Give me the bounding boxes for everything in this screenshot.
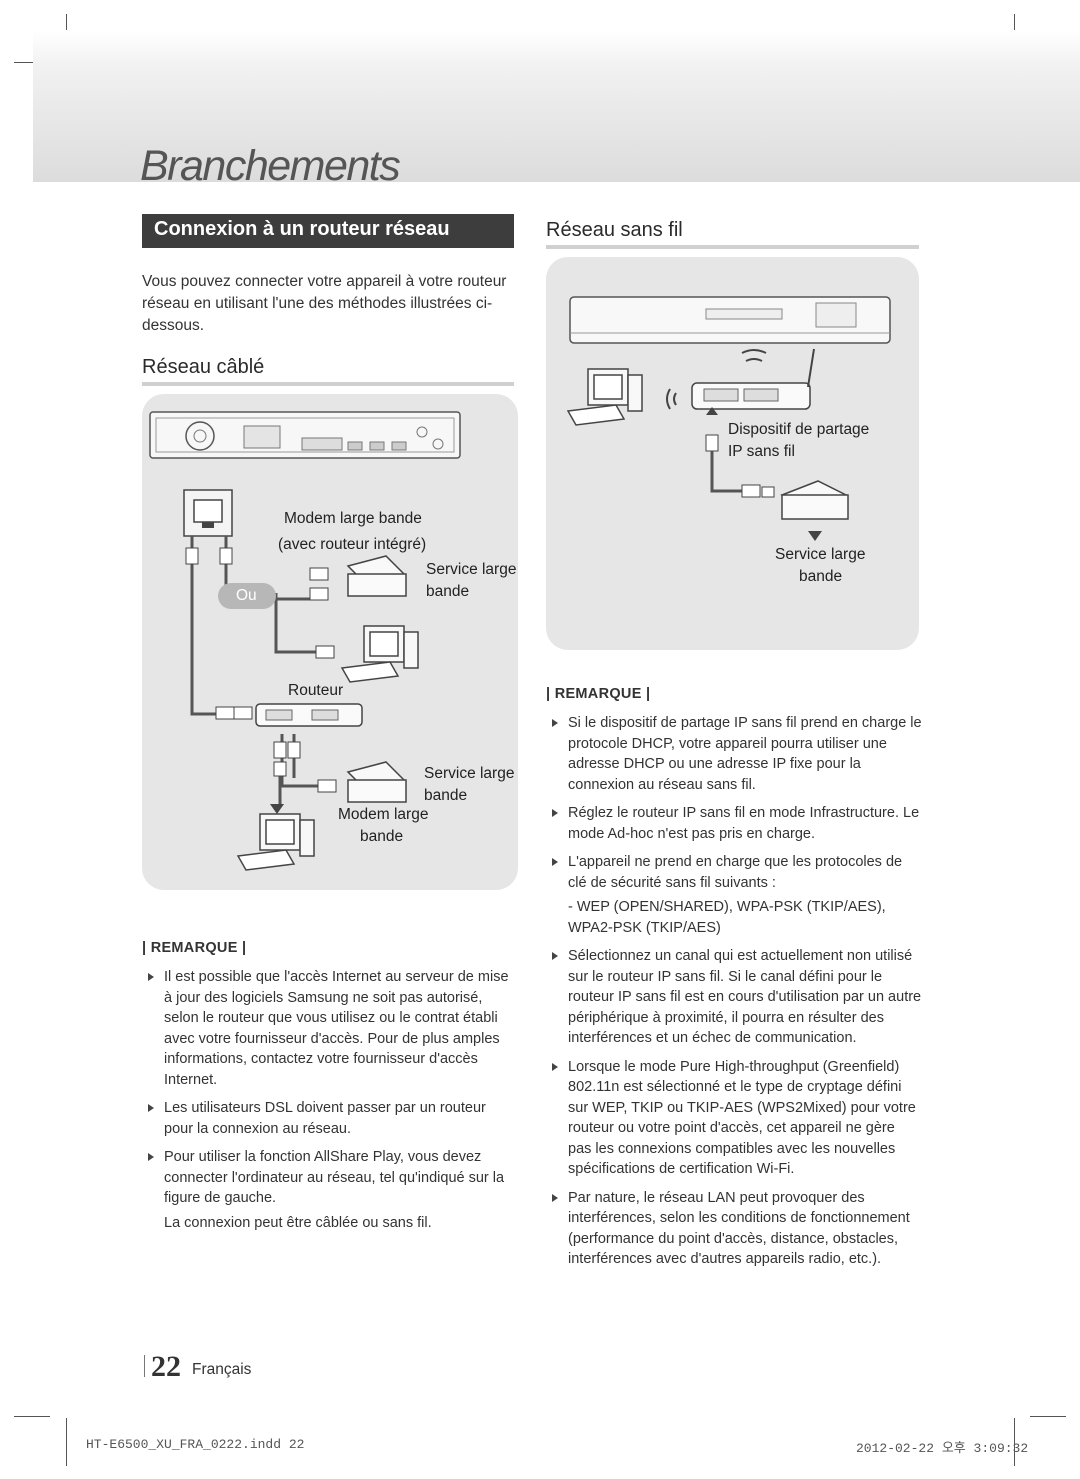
- list-item: Réglez le routeur IP sans fil en mode In…: [546, 803, 922, 844]
- list-item: L'appareil ne prend en charge que les pr…: [546, 852, 922, 893]
- footer-date: 2012-02-22 오후 3:09:32: [856, 1441, 1029, 1456]
- or-label: Ou: [236, 587, 257, 604]
- player-back-panel: [149, 411, 461, 459]
- wired-diagram-panel: Ou Modem large bande (avec routeur intég…: [142, 394, 518, 890]
- chapter-title: Branchements: [140, 142, 401, 190]
- player-front: [569, 296, 891, 344]
- list-item: Les utilisateurs DSL doivent passer par …: [142, 1098, 512, 1139]
- modem-wireless: [780, 480, 849, 520]
- crop-mark: [1014, 1418, 1015, 1466]
- wireless-router-device: [691, 348, 815, 410]
- list-item: Pour utiliser la fonction AllShare Play,…: [142, 1147, 512, 1233]
- page-number-bar: [144, 1355, 145, 1377]
- page-number: 22: [151, 1350, 181, 1383]
- computer-2: [236, 813, 315, 871]
- list-item: Si le dispositif de partage IP sans fil …: [546, 713, 922, 795]
- list-item-security: - WEP (OPEN/SHARED), WPA-PSK (TKIP/AES),…: [568, 899, 886, 936]
- computer-1: [340, 625, 419, 683]
- wireless-service-label-a: Service large: [775, 546, 866, 563]
- crop-mark: [14, 1416, 50, 1417]
- wired-diagram: [149, 411, 461, 871]
- modem-router-device: [346, 555, 407, 597]
- service-label-1b: bande: [426, 583, 470, 600]
- modem-label-b: bande: [360, 828, 404, 845]
- service-label-2b: bande: [424, 787, 468, 804]
- list-item: Il est possible que l'accès Internet au …: [142, 967, 512, 1090]
- wireless-diagram: [566, 296, 891, 541]
- router-device: [255, 703, 363, 727]
- modem-device: [346, 761, 407, 803]
- service-label-1a: Service large: [426, 561, 517, 578]
- wired-heading-rule: [142, 382, 514, 386]
- section-title: Connexion à un routeur réseau: [142, 214, 514, 248]
- remark-title: REMARQUE: [554, 686, 642, 702]
- wireless-heading: Réseau sans fil: [546, 219, 683, 241]
- list-item: Sélectionnez un canal qui est actuelleme…: [546, 946, 922, 1049]
- wireless-service-label-b: bande: [799, 568, 843, 585]
- intro-paragraph: Vous pouvez connecter votre appareil à v…: [142, 273, 507, 334]
- list-item: Lorsque le mode Pure High-throughput (Gr…: [546, 1057, 922, 1180]
- modem-router-label-1: Modem large bande: [284, 510, 422, 527]
- footer-file: HT-E6500_XU_FRA_0222.indd 22: [86, 1437, 305, 1452]
- remark-list-right: Si le dispositif de partage IP sans fil …: [546, 713, 922, 1278]
- remark-list-left: Il est possible que l'accès Internet au …: [142, 967, 512, 1241]
- computer-wireless: [566, 368, 643, 426]
- list-item: Par nature, le réseau LAN peut provoquer…: [546, 1188, 922, 1270]
- page-language: Français: [192, 1361, 252, 1378]
- wireless-device-label-1: Dispositif de partage: [728, 421, 870, 438]
- service-label-2a: Service large: [424, 765, 515, 782]
- list-item-note: La connexion peut être câblée ou sans fi…: [164, 1214, 432, 1231]
- or-badge: [218, 583, 276, 609]
- modem-label-a: Modem large: [338, 806, 429, 823]
- list-item-text: Pour utiliser la fonction AllShare Play,…: [164, 1149, 505, 1206]
- router-label: Routeur: [288, 682, 344, 699]
- wireless-diagram-panel: Dispositif de partage IP sans fil Servic…: [546, 257, 919, 650]
- crop-mark: [1030, 1416, 1066, 1417]
- modem-router-label-2: (avec routeur intégré): [278, 536, 427, 553]
- wired-heading: Réseau câblé: [142, 356, 265, 378]
- remark-heading-right: | REMARQUE |: [546, 686, 651, 702]
- crop-mark: [66, 1418, 67, 1466]
- header-band: [33, 30, 1080, 182]
- crop-mark: [14, 62, 50, 63]
- wireless-heading-rule: [546, 245, 919, 249]
- wireless-device-label-2: IP sans fil: [728, 443, 795, 460]
- remark-heading-left: | REMARQUE |: [142, 940, 247, 956]
- remark-title: REMARQUE: [150, 940, 238, 956]
